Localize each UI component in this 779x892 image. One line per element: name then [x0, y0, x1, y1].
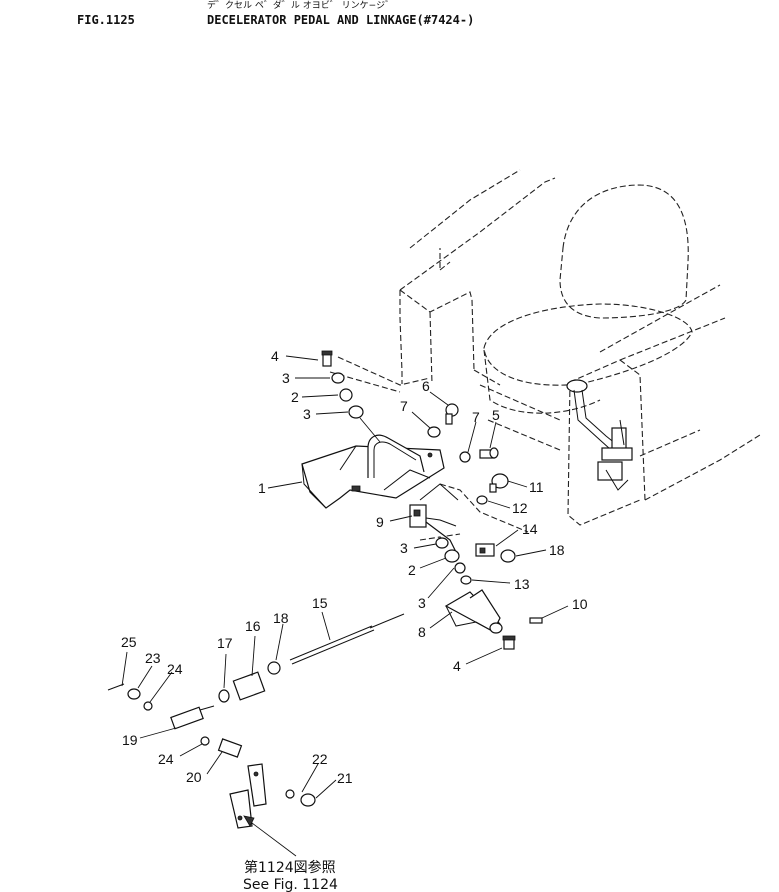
linkage-arm: [409, 483, 459, 553]
callout-c9: 9: [376, 514, 384, 530]
callout-c20: 20: [186, 769, 202, 785]
callout-c16: 16: [245, 618, 261, 634]
callout-c15: 15: [312, 595, 328, 611]
header-kana-title: デ゛クセル ペ゛ダ゛ル オヨビ゛ リンケ−ジ゛: [207, 0, 394, 11]
callout-c7a: 7: [400, 398, 408, 414]
leader-lines: [121, 355, 569, 857]
hand-lever-assembly: [566, 379, 633, 491]
callout-c4b: 4: [453, 658, 461, 674]
see-fig-english: See Fig. 1124: [243, 877, 338, 892]
callout-c19: 19: [122, 732, 138, 748]
callout-c2b: 2: [408, 562, 416, 578]
callout-c4a: 4: [271, 348, 279, 364]
callout-c12: 12: [512, 500, 528, 516]
callout-c10: 10: [572, 596, 588, 612]
callout-c3d: 3: [418, 595, 426, 611]
callout-c24b: 24: [158, 751, 174, 767]
callout-c18a: 18: [549, 542, 565, 558]
see-fig-japanese: 第1124図参照: [244, 859, 336, 876]
callout-c11: 11: [529, 479, 544, 495]
callout-c1: 1: [258, 480, 266, 496]
callout-c23: 23: [145, 650, 161, 666]
callout-c17: 17: [217, 635, 233, 651]
callout-c2a: 2: [291, 389, 299, 405]
pedal-bracket-plate: [301, 434, 445, 509]
callout-c13: 13: [514, 576, 530, 592]
callout-c7b: 7: [472, 409, 480, 425]
callout-c18b: 18: [273, 610, 289, 626]
callout-labels: 4 3 2 3 6 7 7 5 1 11 12 9 14 3 18 2 13 3…: [121, 348, 588, 786]
callout-c22: 22: [312, 751, 328, 767]
callout-c3a: 3: [282, 370, 290, 386]
callout-c21: 21: [337, 770, 353, 786]
callout-c14: 14: [522, 521, 538, 537]
callout-c6: 6: [422, 378, 430, 394]
callout-c8: 8: [418, 624, 426, 640]
callout-c5: 5: [492, 407, 500, 423]
header-title: DECELERATOR PEDAL AND LINKAGE(#7424-): [207, 13, 474, 27]
callout-c3b: 3: [303, 406, 311, 422]
callout-c25: 25: [121, 634, 137, 650]
callout-c24a: 24: [167, 661, 183, 677]
header-fig-id: FIG.1125: [77, 13, 135, 27]
callout-c3c: 3: [400, 540, 408, 556]
